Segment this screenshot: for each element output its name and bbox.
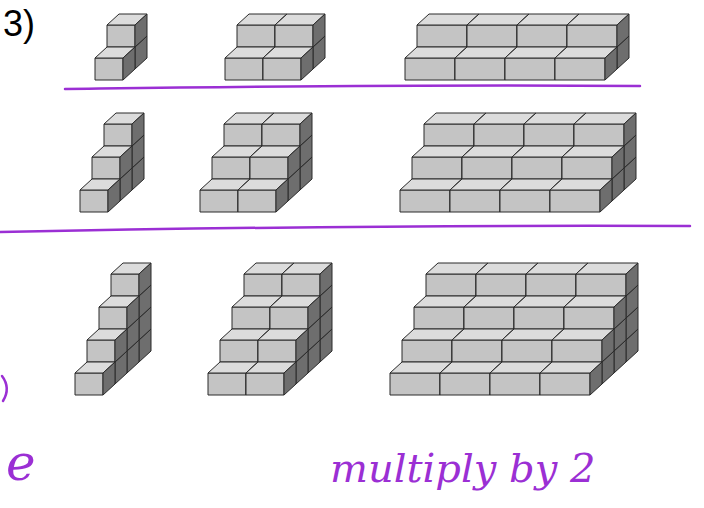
staircase-figure bbox=[208, 263, 332, 395]
staircase-figure bbox=[200, 113, 312, 212]
cube-column bbox=[540, 263, 638, 395]
staircase-figure bbox=[400, 113, 636, 212]
staircase-figure bbox=[225, 14, 325, 80]
staircase-figure bbox=[75, 263, 151, 395]
separator-line bbox=[65, 85, 640, 89]
cube-column bbox=[80, 113, 144, 212]
cube-column bbox=[95, 14, 147, 80]
cube-column bbox=[555, 14, 629, 80]
cube-column bbox=[550, 113, 636, 212]
cube-column bbox=[246, 263, 332, 395]
pen-mark bbox=[2, 376, 7, 401]
staircase-figure bbox=[95, 14, 147, 80]
handwritten-note: e bbox=[6, 438, 36, 488]
separator-line bbox=[0, 226, 690, 232]
cube-column bbox=[238, 113, 312, 212]
staircase-figure bbox=[390, 263, 638, 395]
handwritten-note: multiply by 2 bbox=[330, 448, 595, 488]
problem-number: 3) bbox=[3, 6, 35, 42]
cube-column bbox=[75, 263, 151, 395]
staircase-figure bbox=[405, 14, 629, 80]
cube-column bbox=[263, 14, 325, 80]
staircase-figure bbox=[80, 113, 144, 212]
